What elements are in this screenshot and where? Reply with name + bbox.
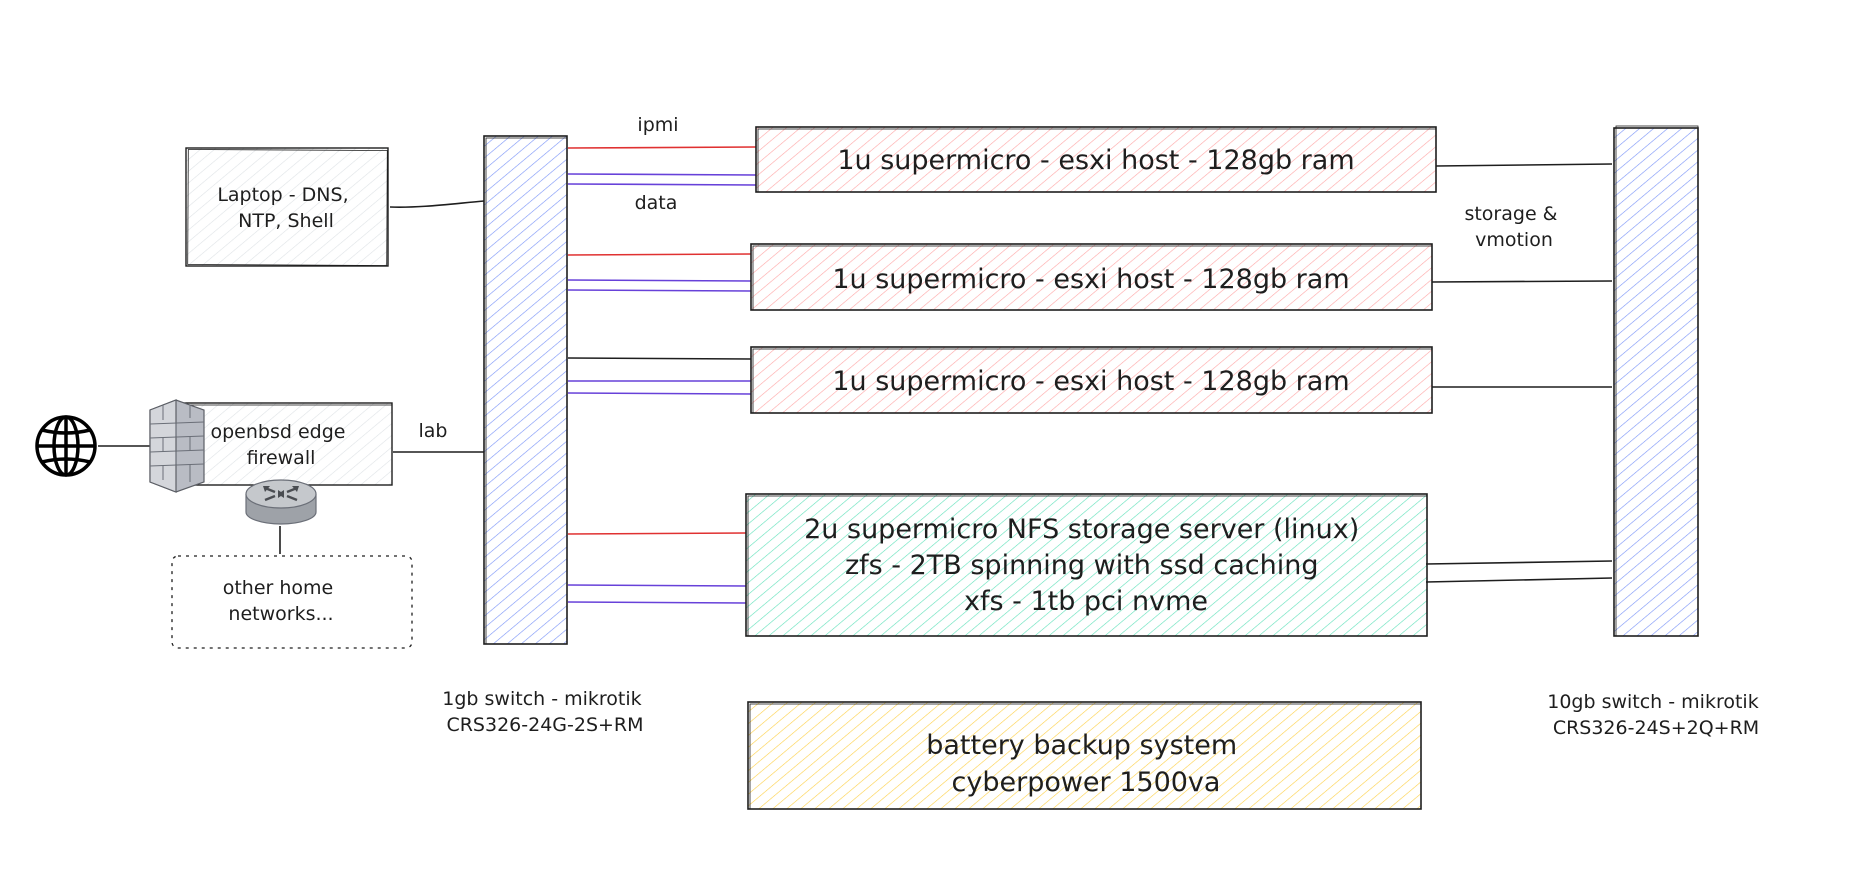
connections — [98, 146, 1613, 604]
esxi-host-1-label: 1u supermicro - esxi host - 128gb ram — [837, 145, 1354, 176]
esxi2-ipmi-link — [567, 253, 752, 256]
globe-icon — [35, 415, 97, 477]
storage-ipmi-link — [567, 532, 747, 535]
laptop-label: Laptop - DNS, NTP, Shell — [217, 184, 354, 232]
battery-backup-node: battery backup system cyberpower 1500va — [747, 701, 1422, 810]
data-label: data — [635, 192, 678, 214]
lab-label: lab — [419, 420, 448, 442]
switch-10gb-label: 10gb switch - mikrotik CRS326-24S+2Q+RM — [1547, 691, 1765, 739]
ipmi-label: ipmi — [637, 114, 678, 136]
esxi2-storage-link — [1431, 280, 1613, 283]
storage-data-link-2 — [567, 601, 747, 604]
switch-10gb-node — [1613, 125, 1699, 637]
other-networks-node: other home networks... — [171, 555, 413, 649]
laptop-link — [389, 200, 485, 208]
esxi-host-2-label: 1u supermicro - esxi host - 128gb ram — [832, 264, 1349, 295]
esxi3-data-link-2 — [567, 392, 752, 395]
esxi3-ipmi-link — [567, 357, 752, 360]
esxi1-data-link-2 — [567, 183, 757, 186]
battery-backup-label: battery backup system cyberpower 1500va — [926, 730, 1246, 798]
other-networks-label: other home networks... — [223, 577, 340, 625]
firewall-node: openbsd edge firewall — [175, 402, 393, 486]
storage-server-node: 2u supermicro NFS storage server (linux)… — [745, 493, 1428, 637]
router-icon — [245, 479, 317, 525]
esxi-host-3-label: 1u supermicro - esxi host - 128gb ram — [832, 366, 1349, 397]
esxi1-data-link-1 — [567, 173, 757, 176]
storage-10gb-link-2 — [1425, 577, 1613, 583]
esxi-host-3: 1u supermicro - esxi host - 128gb ram — [750, 346, 1433, 414]
esxi-host-1: 1u supermicro - esxi host - 128gb ram — [755, 126, 1437, 193]
esxi-host-2: 1u supermicro - esxi host - 128gb ram — [750, 243, 1433, 311]
switch-1gb-label: 1gb switch - mikrotik CRS326-24G-2S+RM — [442, 688, 647, 736]
laptop-node: Laptop - DNS, NTP, Shell — [185, 147, 389, 267]
firewall-label: openbsd edge firewall — [210, 421, 351, 469]
esxi2-data-link-2 — [567, 289, 752, 292]
storage-data-link-1 — [567, 584, 747, 587]
switch-1gb-node — [483, 135, 568, 645]
storage-server-label: 2u supermicro NFS storage server (linux)… — [804, 514, 1368, 617]
brick-wall-firewall-icon — [149, 399, 205, 493]
storage-vmotion-label: storage & vmotion — [1464, 203, 1563, 251]
esxi1-ipmi-link — [567, 146, 757, 149]
storage-10gb-link-1 — [1425, 560, 1613, 565]
esxi1-storage-link — [1435, 163, 1613, 167]
esxi2-data-link-1 — [567, 279, 752, 282]
